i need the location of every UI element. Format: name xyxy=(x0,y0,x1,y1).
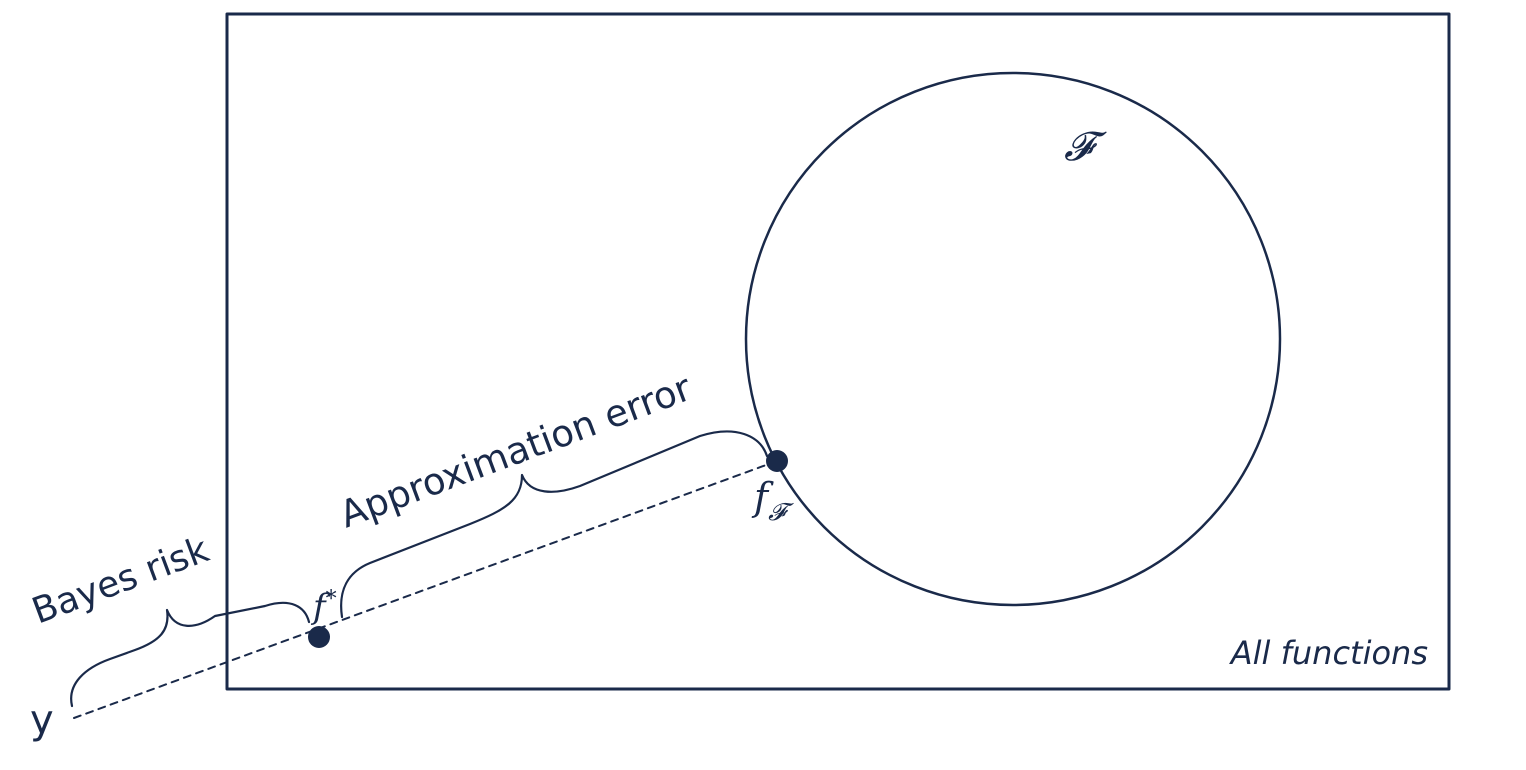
f-F-sub: 𝓕 xyxy=(768,498,794,526)
function-class-label: 𝓕 xyxy=(1064,124,1107,170)
function-class-circle xyxy=(744,71,1282,607)
f-star-point xyxy=(308,626,330,648)
f-star-sup: * xyxy=(326,587,337,612)
bayes-risk-brace xyxy=(70,601,311,708)
approximation-error-label: Approximation error xyxy=(334,366,698,537)
all-functions-frame xyxy=(225,12,1451,691)
all-functions-label: All functions xyxy=(1229,634,1428,672)
f-star-label: f* xyxy=(310,587,337,627)
f-F-point xyxy=(766,450,788,472)
dashed-connector-line xyxy=(73,460,778,719)
bayes-risk-label: Bayes risk xyxy=(27,529,215,632)
approximation-error-brace xyxy=(340,430,769,619)
y-label: y xyxy=(30,697,54,743)
